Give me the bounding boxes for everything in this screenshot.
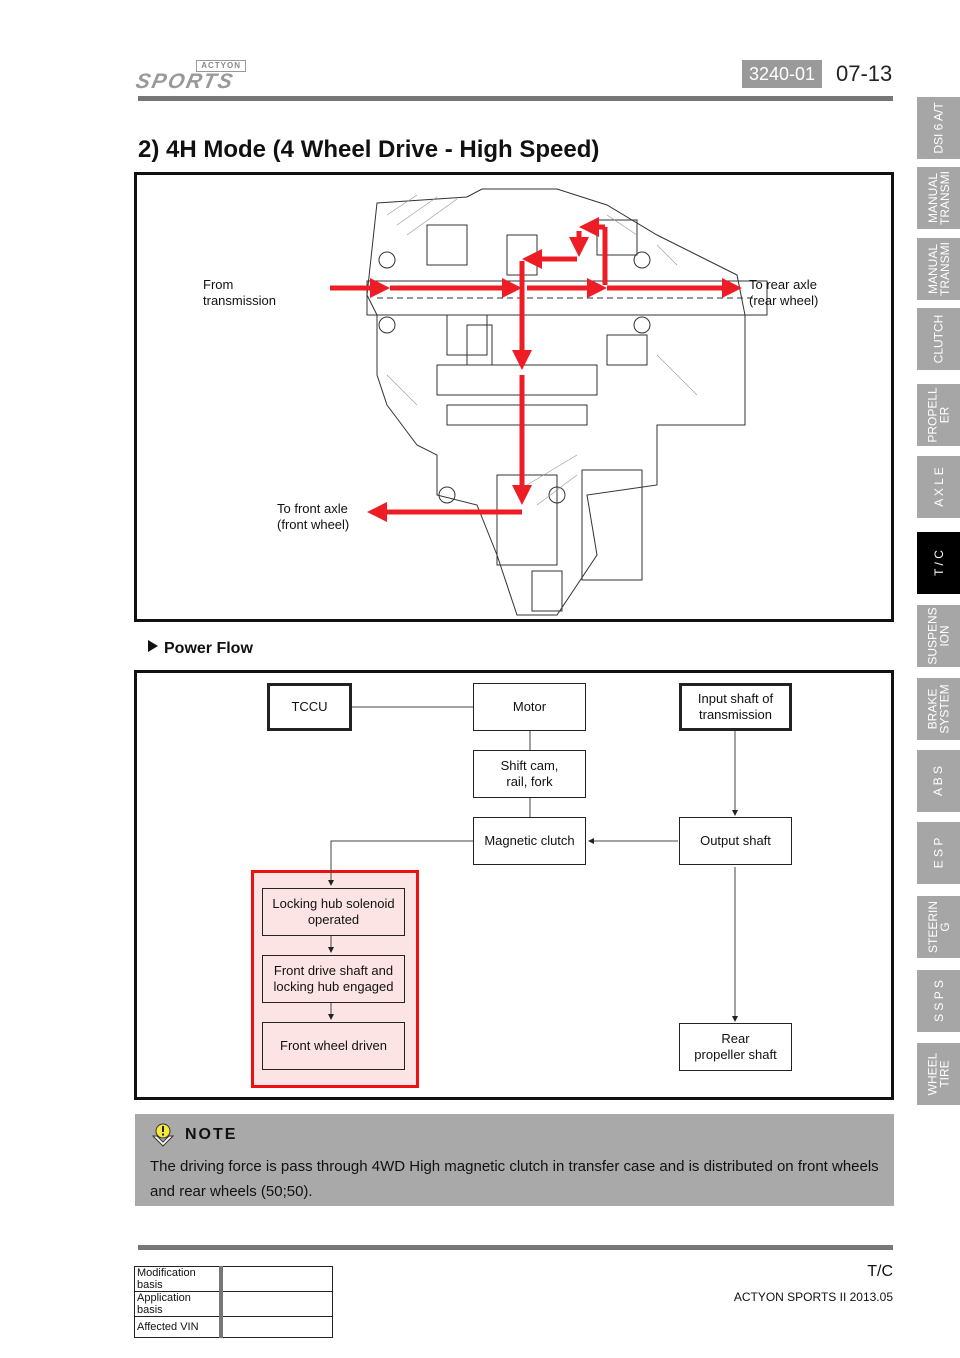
side-tab-9[interactable]: A B S	[917, 750, 960, 812]
side-tab-3[interactable]: CLUTCH	[917, 308, 960, 370]
side-tab-label: BRAKE SYSTEM	[925, 684, 952, 734]
brand-logo: ACTYON SPORTS	[134, 60, 246, 93]
note-title: NOTE	[185, 1126, 238, 1143]
revision-row: Application basis	[134, 1291, 333, 1317]
side-tab-5[interactable]: A X L E	[917, 456, 960, 518]
box-motor: Motor	[473, 683, 586, 731]
side-tab-label: A X L E	[931, 467, 946, 507]
flow-connectors	[328, 706, 738, 1022]
power-flow-arrows	[330, 217, 742, 522]
footer-divider	[138, 1245, 893, 1250]
triangle-bullet-icon	[148, 640, 158, 652]
side-tab-label: E S P	[931, 837, 946, 869]
side-tab-0[interactable]: DSI 6 A/T	[917, 97, 960, 159]
revision-row: Affected VIN	[134, 1316, 333, 1338]
revision-value	[220, 1266, 333, 1292]
page-title: 2) 4H Mode (4 Wheel Drive - High Speed)	[138, 136, 600, 163]
box-output-shaft: Output shaft	[679, 817, 792, 865]
section-code-badge: 3240-01	[742, 60, 822, 88]
revision-row: Modification basis	[134, 1266, 333, 1292]
side-tab-2[interactable]: MANUAL TRANSMI	[917, 238, 960, 300]
side-tab-label: SUSPENS ION	[925, 607, 952, 665]
power-flow-heading-text: Power Flow	[164, 640, 253, 657]
label-to-rear-axle: To rear axle (rear wheel)	[749, 277, 819, 308]
side-tab-label: WHEEL TIRE	[925, 1052, 952, 1096]
revision-key: Modification basis	[134, 1266, 223, 1292]
side-tab-1[interactable]: MANUAL TRANSMI	[917, 167, 960, 229]
note-text: The driving force is pass through 4WD Hi…	[150, 1158, 879, 1200]
side-tab-label: S S P S	[931, 980, 946, 1022]
box-front-drive-shaft: Front drive shaft and locking hub engage…	[262, 955, 405, 1003]
box-shift-cam: Shift cam, rail, fork	[473, 750, 586, 798]
side-tab-4[interactable]: PROPELL ER	[917, 384, 960, 446]
side-tab-7[interactable]: SUSPENS ION	[917, 605, 960, 667]
side-tab-label: DSI 6 A/T	[931, 102, 946, 154]
side-tab-label: CLUTCH	[931, 314, 946, 364]
side-tab-label: MANUAL TRANSMI	[925, 242, 952, 296]
page-number: 07-13	[836, 61, 893, 86]
footer-section: T/C	[867, 1263, 893, 1280]
label-to-front-axle: To front axle (front wheel)	[277, 501, 350, 532]
revision-key: Application basis	[134, 1291, 223, 1317]
side-tab-label: MANUAL TRANSMI	[925, 171, 952, 225]
side-tab-10[interactable]: E S P	[917, 822, 960, 884]
power-flow-diagram: TCCU Motor Input shaft of transmission S…	[134, 670, 894, 1100]
footer-model: ACTYON SPORTS II 2013.05	[733, 1290, 893, 1304]
revision-value	[220, 1291, 333, 1317]
side-tab-11[interactable]: STEERIN G	[917, 896, 960, 958]
box-rear-propeller: Rear propeller shaft	[679, 1023, 792, 1071]
label-from-transmission: From transmission	[203, 277, 276, 308]
logo-sports: SPORTS	[133, 70, 237, 93]
box-magnetic-clutch: Magnetic clutch	[473, 817, 586, 865]
side-tab-label: STEERIN G	[925, 900, 952, 954]
side-tab-label: PROPELL ER	[925, 387, 952, 443]
logo-actyon: ACTYON	[196, 60, 246, 72]
box-locking-hub: Locking hub solenoid operated	[262, 888, 405, 936]
side-tab-6[interactable]: T / C	[917, 532, 960, 594]
power-flow-heading: Power Flow	[148, 640, 253, 658]
box-front-wheel-driven: Front wheel driven	[262, 1022, 405, 1070]
side-tab-13[interactable]: WHEEL TIRE	[917, 1043, 960, 1105]
side-tab-label: T / C	[931, 550, 946, 576]
revision-key: Affected VIN	[134, 1316, 223, 1338]
hatching	[386, 194, 698, 506]
note-box: NOTE The driving force is pass through 4…	[135, 1114, 894, 1206]
side-tab-8[interactable]: BRAKE SYSTEM	[917, 678, 960, 740]
header-divider	[138, 96, 893, 101]
box-input-shaft: Input shaft of transmission	[679, 683, 792, 731]
note-warning-icon	[151, 1123, 175, 1147]
revision-value	[220, 1316, 333, 1338]
box-tccu: TCCU	[267, 683, 352, 731]
arrow-clutch-lockinghub	[328, 840, 473, 886]
side-tab-12[interactable]: S S P S	[917, 970, 960, 1032]
side-tab-label: A B S	[931, 765, 946, 797]
transfer-case-cutaway-figure: From transmission To rear axle (rear whe…	[134, 172, 894, 622]
